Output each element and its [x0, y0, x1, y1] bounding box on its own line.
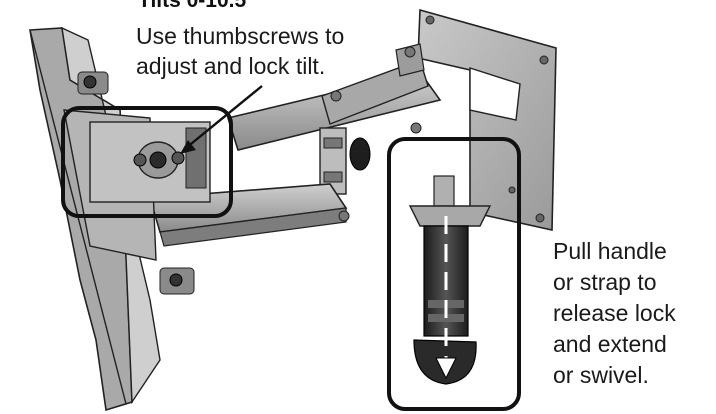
release-callout: Pull handle or strap to release lock and…	[553, 236, 713, 391]
tilt-thumbscrew	[89, 121, 211, 203]
tilt-highlight-box	[61, 106, 233, 218]
tilt-callout-line-1: Use thumbscrews to	[136, 23, 345, 49]
release-callout-line: or swivel.	[553, 362, 649, 388]
release-callout-line: or strap to	[553, 269, 657, 295]
release-highlight-box	[387, 137, 521, 411]
release-handle	[408, 175, 492, 385]
tilt-pointer-arrow	[180, 85, 263, 154]
tilt-callout-title: Tilts 0-10.5°	[138, 0, 255, 12]
release-callout-line: Pull handle	[553, 238, 667, 264]
upper-arm	[226, 43, 442, 151]
release-callout-line: and extend	[553, 331, 667, 357]
release-callout-line: release lock	[553, 300, 676, 326]
elbow-joint	[319, 127, 371, 195]
tilt-callout-line-2: adjust and lock tilt.	[136, 53, 326, 79]
